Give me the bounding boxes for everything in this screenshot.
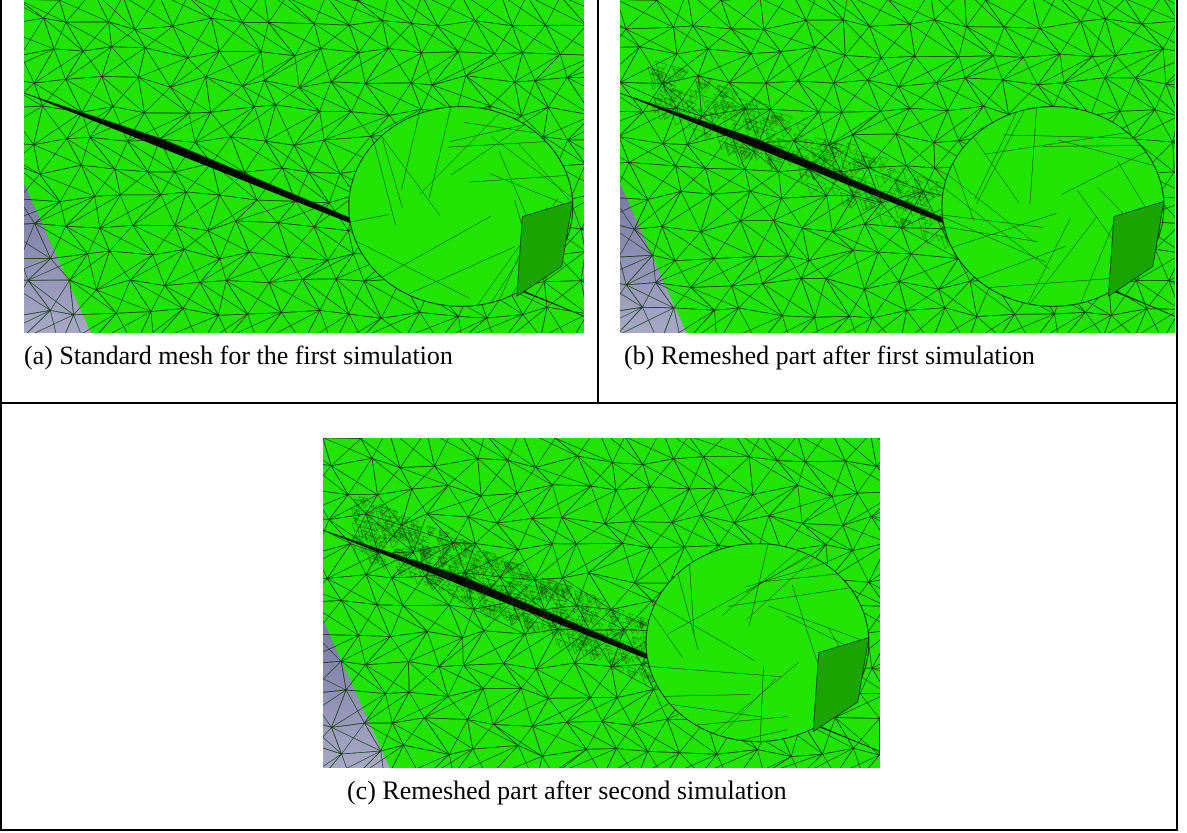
mesh-image-b [620, 0, 1175, 333]
panel-c-cell [0, 402, 1178, 831]
caption-c: (c) Remeshed part after second simulatio… [347, 776, 787, 805]
mesh-image-a [24, 0, 584, 333]
caption-b: (b) Remeshed part after first simulation [624, 341, 1035, 370]
caption-a: (a) Standard mesh for the first simulati… [24, 341, 453, 370]
mesh-image-c [323, 438, 880, 768]
